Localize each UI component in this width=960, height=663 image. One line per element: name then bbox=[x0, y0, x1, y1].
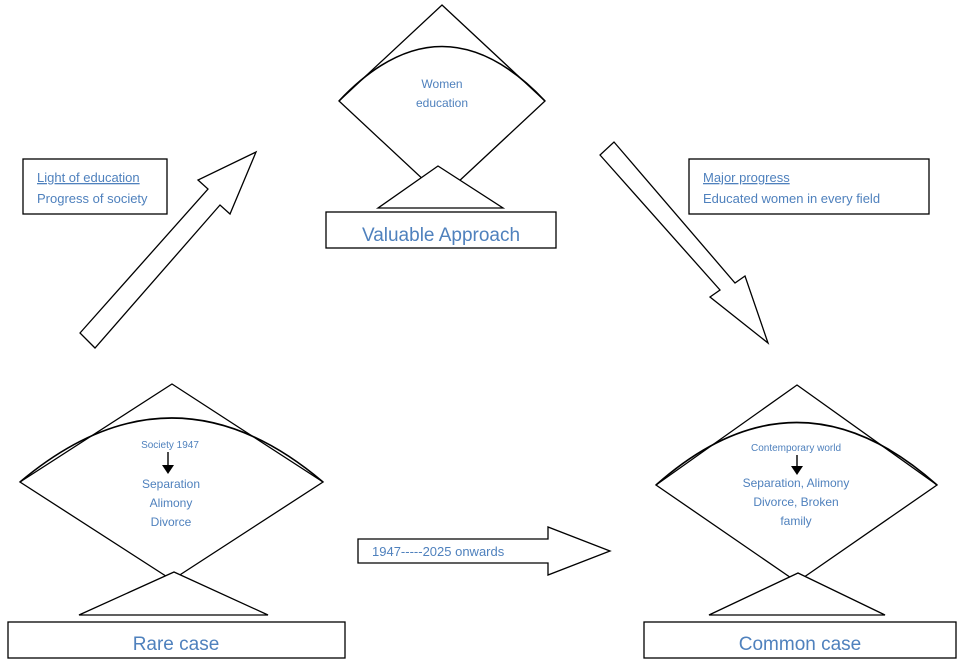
bottom-left-kite-arc bbox=[19, 417, 324, 483]
right-note-line-1: Major progress bbox=[703, 170, 790, 185]
left-note-line-1: Light of education bbox=[37, 170, 140, 185]
bottom-left-line-3: Divorce bbox=[151, 515, 192, 529]
up-right-arrow bbox=[79, 150, 258, 349]
bottom-left-header: Society 1947 bbox=[141, 440, 199, 451]
bottom-right-kite-arc bbox=[655, 421, 938, 486]
timeline-label: 1947-----2025 onwards bbox=[372, 544, 505, 559]
right-note-line-2: Educated women in every field bbox=[703, 191, 880, 206]
right-note-box bbox=[688, 158, 930, 215]
down-right-arrow bbox=[599, 141, 770, 345]
right-arrow bbox=[357, 526, 612, 576]
top-base-box bbox=[325, 211, 557, 249]
left-note-line-2: Progress of society bbox=[37, 191, 148, 206]
bottom-left-line-1: Separation bbox=[142, 477, 200, 491]
bottom-right-line-1: Separation, Alimony bbox=[743, 476, 850, 490]
top-kite-line-2: education bbox=[416, 96, 468, 110]
top-kite-group: Women education Valuable Approach bbox=[325, 4, 557, 249]
bottom-right-header: Contemporary world bbox=[751, 443, 841, 454]
bottom-right-down-arrow-icon bbox=[791, 466, 803, 475]
left-note-box bbox=[22, 158, 168, 215]
top-kite-line-1: Women bbox=[421, 77, 462, 91]
bottom-right-base-label: Common case bbox=[739, 634, 862, 655]
right-note: Major progress Educated women in every f… bbox=[688, 158, 930, 215]
bottom-right-line-3: family bbox=[780, 514, 811, 528]
bottom-right-stand-triangle bbox=[708, 572, 886, 616]
top-base-label: Valuable Approach bbox=[362, 225, 520, 246]
bottom-left-base-label: Rare case bbox=[133, 634, 220, 655]
bottom-left-line-2: Alimony bbox=[150, 496, 193, 510]
left-note: Light of education Progress of society bbox=[22, 158, 168, 215]
bottom-left-down-arrow-icon bbox=[162, 465, 174, 474]
bottom-left-base-box bbox=[7, 621, 346, 659]
top-kite-arc bbox=[338, 45, 546, 102]
top-stand-triangle bbox=[375, 165, 506, 209]
bottom-left-kite-group: Society 1947 Separation Alimony Divorce … bbox=[7, 383, 346, 659]
bottom-right-line-2: Divorce, Broken bbox=[753, 495, 838, 509]
bottom-left-stand-triangle bbox=[78, 571, 269, 616]
bottom-right-kite-group: Contemporary world Separation, Alimony D… bbox=[643, 384, 957, 659]
bottom-right-base-box bbox=[643, 621, 957, 659]
